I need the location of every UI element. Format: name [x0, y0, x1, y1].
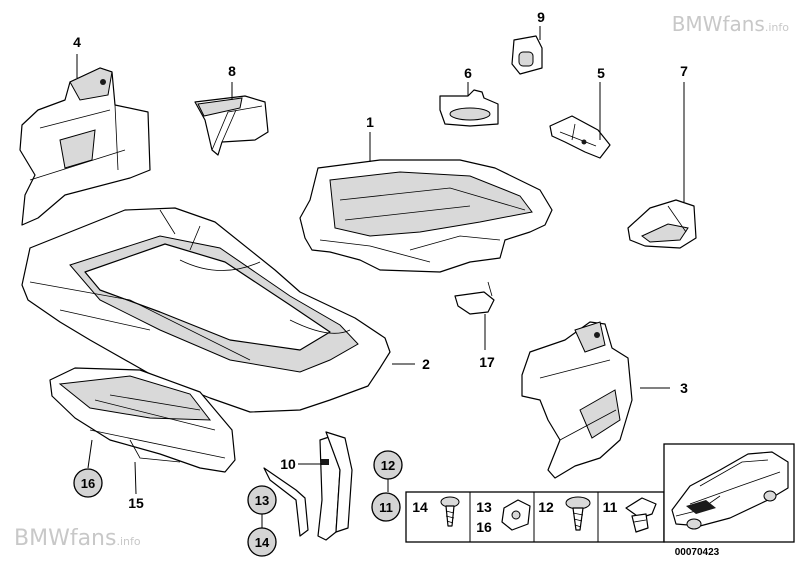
watermark-top-main: BMWfans	[671, 12, 765, 36]
callout-11: 11	[379, 500, 393, 515]
callout-17: 17	[479, 354, 495, 370]
panel-label-13: 13	[476, 499, 492, 515]
callout-14: 14	[255, 535, 270, 550]
panel-label-14: 14	[412, 499, 428, 515]
plastic-rivet-icon	[625, 497, 657, 533]
callout-8: 8	[228, 63, 236, 79]
callout-1: 1	[366, 114, 374, 130]
part-7-grommet	[627, 199, 697, 249]
callout-6: 6	[464, 65, 472, 81]
callout-5: 5	[597, 65, 605, 81]
panel-label-16: 16	[476, 519, 492, 535]
callout-2: 2	[422, 356, 430, 372]
part-4-trim	[19, 67, 151, 226]
screw-icon	[440, 496, 460, 527]
callout-13: 13	[255, 493, 269, 508]
panel-label-12: 12	[538, 499, 554, 515]
part-8-air-duct	[194, 95, 269, 156]
callout-4: 4	[73, 34, 81, 50]
part-10-bracket	[317, 431, 353, 541]
part-6-bracket	[439, 89, 499, 127]
callout-9: 9	[537, 9, 545, 25]
part-5-bracket	[549, 115, 611, 159]
part-1-engine-shield	[299, 159, 553, 273]
callouts: 1 2 3 4 5 6 7 8 9 10 15 17	[73, 9, 688, 511]
callout-15: 15	[128, 495, 144, 511]
watermark-bottom: BMWfans.info	[14, 526, 141, 551]
part-15-front-shield	[49, 367, 236, 473]
watermark-bottom-suffix: .info	[116, 535, 141, 548]
circled-callouts: 16 12 11 13 14	[73, 450, 403, 557]
watermark-top: BMWfans.info	[672, 12, 789, 36]
part-3-side-trim	[521, 321, 633, 479]
part-2-underbody-panel	[21, 207, 391, 413]
clip-nut-icon	[501, 499, 531, 531]
leader-lines	[76, 26, 685, 530]
callout-10: 10	[280, 456, 296, 472]
screw-icon	[565, 496, 591, 531]
part-17-clip	[454, 281, 495, 315]
diagram-code: 00070423	[675, 547, 720, 558]
watermark-top-suffix: .info	[764, 21, 789, 34]
part-13-bracket	[263, 467, 309, 537]
part-9-clip	[511, 35, 543, 75]
vehicle-thumbnail	[663, 443, 795, 543]
callout-16: 16	[81, 476, 95, 491]
callout-3: 3	[680, 380, 688, 396]
callout-7: 7	[680, 63, 688, 79]
callout-12: 12	[381, 458, 395, 473]
watermark-bottom-main: BMWfans	[14, 526, 117, 551]
panel-label-11: 11	[603, 499, 618, 515]
fastener-panel: 14 13 16 12 11	[405, 491, 665, 543]
